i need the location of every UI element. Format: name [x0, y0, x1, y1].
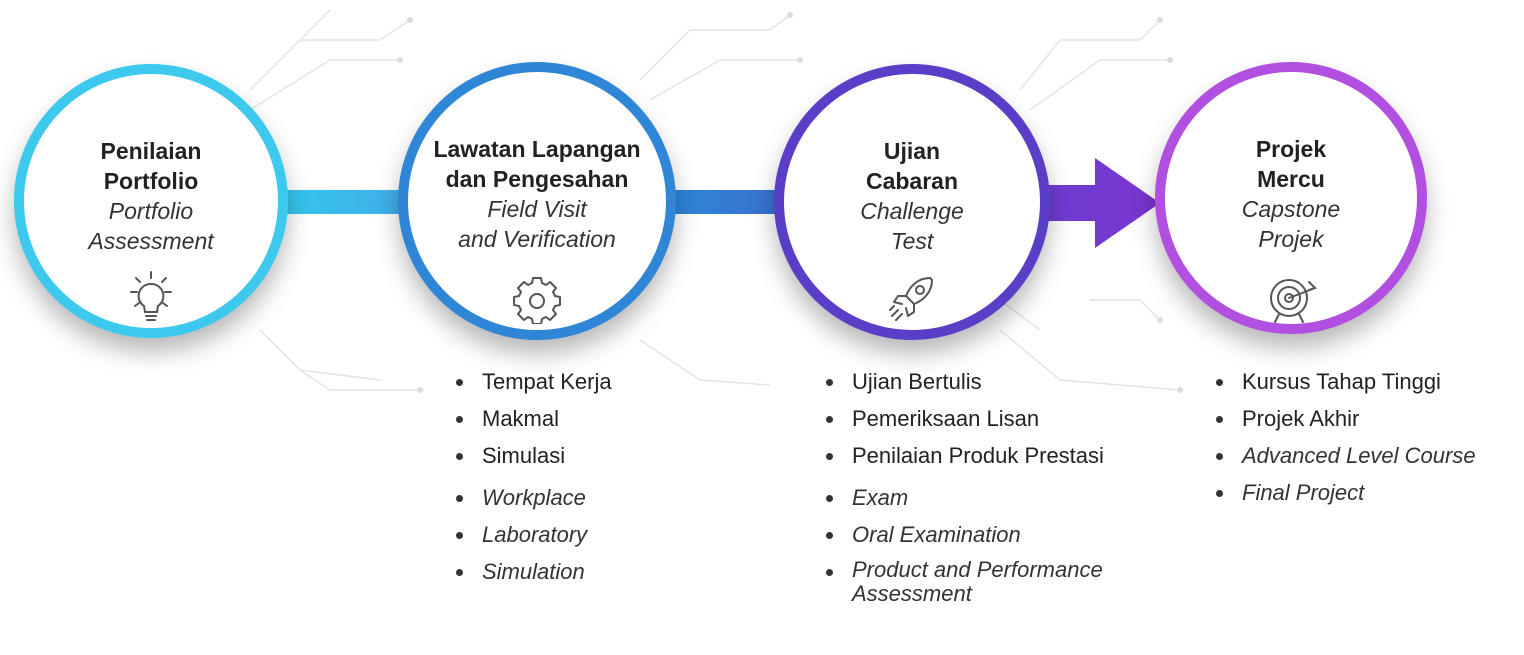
step-circle-2: Lawatan Lapangan dan Pengesahan Field Vi… — [398, 62, 676, 340]
list-item: Projek Akhir — [1212, 405, 1476, 433]
connector-arrow-3 — [1000, 158, 1160, 248]
list-item: Kursus Tahap Tinggi — [1212, 368, 1476, 396]
list-item: Simulation — [452, 558, 612, 586]
step-circle-3: Ujian Cabaran Challenge Test — [774, 64, 1050, 340]
list-item: Laboratory — [452, 521, 612, 549]
list-item: Product and Performance Assessment — [822, 558, 1104, 606]
list-item: Penilaian Produk Prestasi — [822, 442, 1104, 470]
gear-icon — [513, 277, 561, 324]
list-item: Tempat Kerja — [452, 368, 612, 396]
step-2-items: Tempat Kerja Makmal Simulasi Workplace L… — [452, 368, 612, 595]
step-3-subtitle: Challenge Test — [860, 198, 964, 254]
list-item: Pemeriksaan Lisan — [822, 405, 1104, 433]
step-3-title: Ujian Cabaran — [865, 138, 959, 194]
step-4-title: Projek Mercu — [1255, 136, 1327, 192]
step-4-items: Kursus Tahap Tinggi Projek Akhir Advance… — [1212, 368, 1476, 516]
step-3-items: Ujian Bertulis Pemeriksaan Lisan Penilai… — [822, 368, 1104, 615]
step-circle-4: Projek Mercu Capstone Projek — [1155, 62, 1427, 334]
list-item: Makmal — [452, 405, 612, 433]
step-2-subtitle: Field Visit and Verification — [458, 196, 616, 252]
list-item: Oral Examination — [822, 521, 1104, 549]
list-item: Advanced Level Course — [1212, 442, 1476, 470]
list-item: Workplace — [452, 484, 612, 512]
target-icon — [1270, 279, 1317, 323]
rocket-icon — [889, 277, 933, 321]
lightbulb-icon — [130, 271, 172, 321]
step-circle-1: Penilaian Portfolio Portfolio Assessment — [14, 64, 288, 338]
list-item: Final Project — [1212, 479, 1476, 507]
list-item: Simulasi — [452, 442, 612, 470]
step-1-title: Penilaian Portfolio — [100, 138, 202, 194]
step-1-subtitle: Portfolio Assessment — [88, 198, 214, 254]
step-2-title: Lawatan Lapangan dan Pengesahan — [433, 136, 641, 192]
step-4-subtitle: Capstone Projek — [1241, 196, 1341, 252]
list-item: Exam — [822, 484, 1104, 512]
list-item: Ujian Bertulis — [822, 368, 1104, 396]
